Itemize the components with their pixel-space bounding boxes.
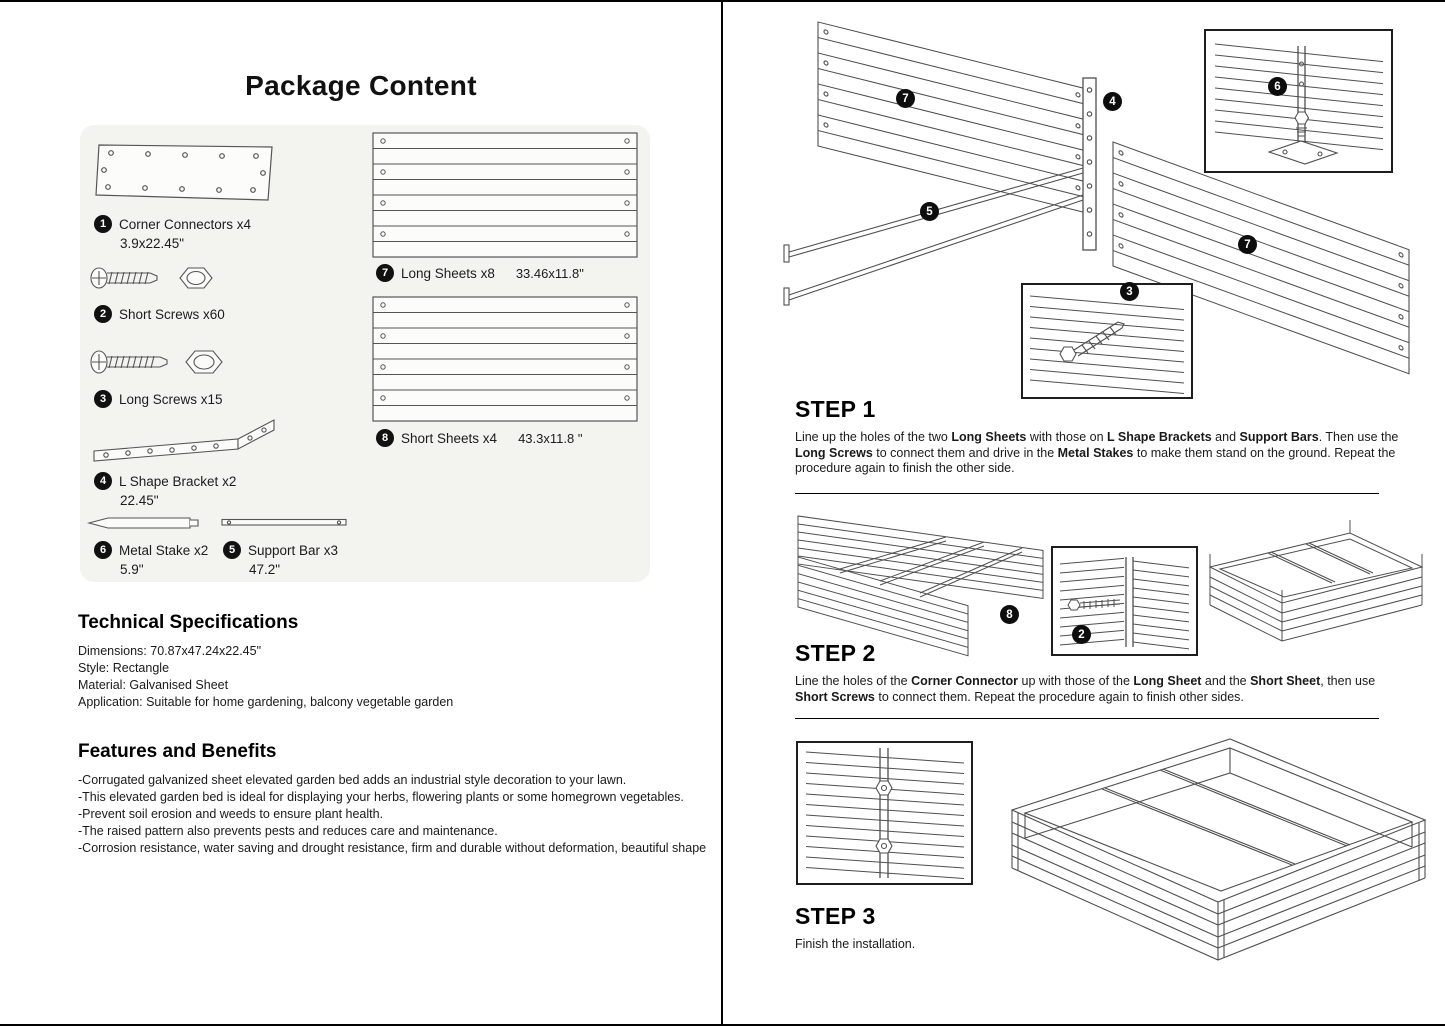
part-size: 3.9x22.45" xyxy=(120,236,185,251)
feature-line: -Corrugated galvanized sheet elevated ga… xyxy=(78,773,627,787)
step1-section: STEP 1 Line up the holes of the two Long… xyxy=(795,396,1401,477)
technical-specifications-section: Technical Specifications Dimensions: 70.… xyxy=(78,612,698,711)
part-number-badge: 5 xyxy=(223,541,241,559)
features-title: Features and Benefits xyxy=(78,741,277,762)
callout-short-sheet: 8 xyxy=(1000,605,1019,624)
assembly-steps-panel: 7 4 6 5 3 7 8 2 STEP 1 Line up the holes… xyxy=(722,2,1445,1024)
spec-line: Material: Galvanised Sheet xyxy=(78,678,229,692)
part-label: Support Bar x3 xyxy=(248,542,339,558)
callout-long-sheet-right: 7 xyxy=(1238,235,1257,254)
part-metal-stake: 6 Metal Stake x2 xyxy=(94,541,208,559)
feature-line: -This elevated garden bed is ideal for d… xyxy=(78,790,684,804)
callout-support-bar: 5 xyxy=(920,202,939,221)
features-section: Features and Benefits -Corrugated galvan… xyxy=(78,741,708,857)
step3-diagram xyxy=(796,738,1427,961)
page-title: Package Content xyxy=(245,70,477,101)
long-screw-drawing xyxy=(90,350,223,374)
callout-metal-stake: 6 xyxy=(1268,77,1287,96)
part-number-badge: 7 xyxy=(376,264,394,282)
short-screw-drawing xyxy=(90,267,213,289)
feature-line: -The raised pattern also prevents pests … xyxy=(78,824,498,838)
feature-line: -Corrosion resistance, water saving and … xyxy=(78,841,707,855)
corner-connector-drawing xyxy=(95,144,273,201)
part-size: 47.2" xyxy=(249,562,281,577)
part-label: Short Screws x60 xyxy=(119,306,225,322)
step2-title: STEP 2 xyxy=(795,640,876,666)
spec-line: Style: Rectangle xyxy=(78,661,170,675)
part-l-bracket: 4 L Shape Bracket x2 xyxy=(94,472,236,490)
part-label: Long Screws x15 xyxy=(119,391,223,407)
part-label: Short Sheets x4 xyxy=(401,430,498,446)
part-short-sheets: 8 Short Sheets x4 43.3x11.8 " xyxy=(376,429,582,447)
spec-line: Dimensions: 70.87x47.24x22.45" xyxy=(78,644,262,658)
callout-long-screw: 3 xyxy=(1120,282,1139,301)
callout-short-screw: 2 xyxy=(1072,625,1091,644)
part-number-badge: 4 xyxy=(94,472,112,490)
specs-title: Technical Specifications xyxy=(78,612,299,633)
package-content-panel: Package Content 1 Corner Connectors x4 3… xyxy=(0,2,722,1024)
part-long-screws: 3 Long Screws x15 xyxy=(94,390,223,408)
part-size: 43.3x11.8 " xyxy=(518,430,583,446)
part-size: 33.46x11.8" xyxy=(515,265,584,281)
part-short-screws: 2 Short Screws x60 xyxy=(94,305,225,323)
part-label: Metal Stake x2 xyxy=(119,542,209,558)
step2-text: Line the holes of the Corner Connector u… xyxy=(795,674,1376,704)
section-divider xyxy=(795,493,1379,494)
part-support-bar: 5 Support Bar x3 xyxy=(223,541,338,559)
part-label: Corner Connectors x4 xyxy=(119,216,252,232)
step2-section: STEP 2 Line the holes of the Corner Conn… xyxy=(795,640,1401,705)
part-number-badge: 3 xyxy=(94,390,112,408)
spec-line: Application: Suitable for home gardening… xyxy=(78,695,454,709)
l-bracket-drawing xyxy=(93,419,275,462)
step1-text: Line up the holes of the two Long Sheets… xyxy=(795,430,1399,475)
support-bar-drawing xyxy=(221,518,347,526)
step1-title: STEP 1 xyxy=(795,396,876,422)
part-number-badge: 6 xyxy=(94,541,112,559)
part-long-sheets: 7 Long Sheets x8 33.46x11.8" xyxy=(376,264,584,282)
step3-section: STEP 3 Finish the installation. xyxy=(795,903,1401,953)
metal-stake-drawing xyxy=(86,517,199,529)
step1-diagram xyxy=(783,21,1410,399)
parts-box: 1 Corner Connectors x4 3.9x22.45" 2 Shor… xyxy=(80,125,650,582)
section-divider xyxy=(795,718,1379,719)
long-sheet-drawing xyxy=(372,132,638,258)
callout-l-shape-bracket: 4 xyxy=(1103,92,1122,111)
feature-line: -Prevent soil erosion and weeds to ensur… xyxy=(78,807,384,821)
part-size: 5.9" xyxy=(120,562,144,577)
part-size: 22.45" xyxy=(120,493,159,508)
part-label: Long Sheets x8 xyxy=(401,265,495,281)
step3-title: STEP 3 xyxy=(795,903,876,929)
part-corner-connectors: 1 Corner Connectors x4 xyxy=(94,215,251,233)
callout-long-sheet-left: 7 xyxy=(896,89,915,108)
step2-diagram xyxy=(797,515,1424,657)
short-sheet-drawing xyxy=(372,296,638,422)
step3-text: Finish the installation. xyxy=(795,937,916,951)
part-number-badge: 2 xyxy=(94,305,112,323)
part-number-badge: 1 xyxy=(94,215,112,233)
center-divider xyxy=(721,2,723,1024)
part-label: L Shape Bracket x2 xyxy=(119,473,237,489)
part-number-badge: 8 xyxy=(376,429,394,447)
